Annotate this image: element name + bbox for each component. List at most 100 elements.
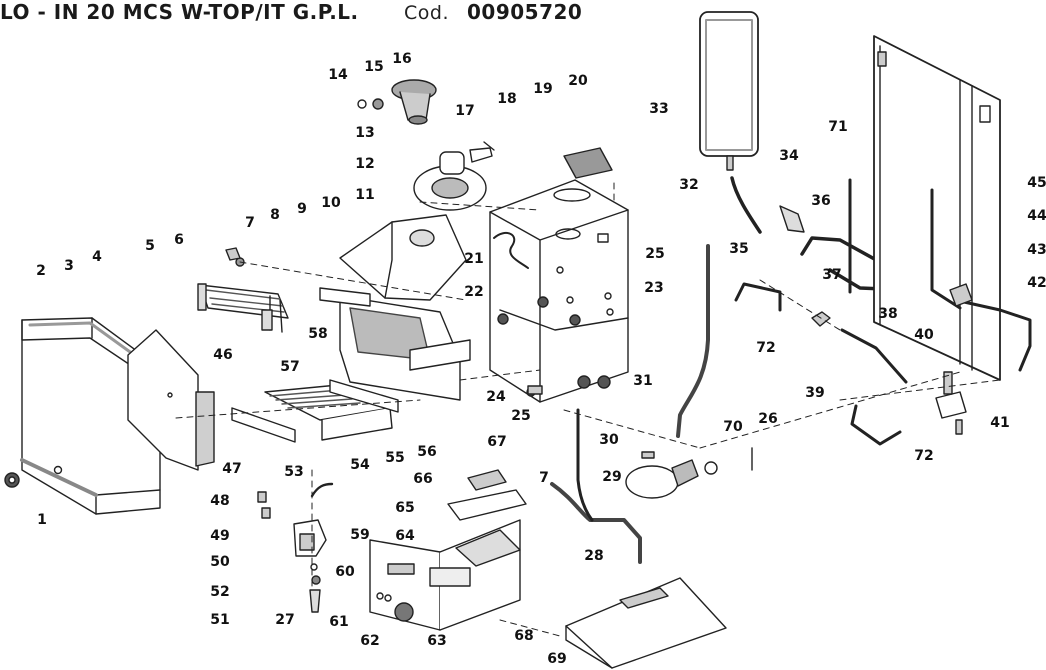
callout-62: 62 bbox=[360, 633, 380, 649]
callout-60: 60 bbox=[335, 564, 355, 580]
callout-56: 56 bbox=[417, 444, 437, 460]
callout-47: 47 bbox=[222, 461, 242, 477]
callout-66: 66 bbox=[413, 471, 433, 487]
callout-55: 55 bbox=[385, 450, 405, 466]
callout-36: 36 bbox=[811, 193, 831, 209]
callout-10: 10 bbox=[321, 195, 341, 211]
cable-21 bbox=[493, 231, 529, 269]
pipe-35 bbox=[734, 282, 782, 312]
pump bbox=[625, 451, 718, 499]
callout-72b: 72 bbox=[914, 448, 934, 464]
callout-4: 4 bbox=[92, 249, 102, 265]
callout-33: 33 bbox=[649, 101, 669, 117]
callout-18: 18 bbox=[497, 91, 517, 107]
callout-32: 32 bbox=[679, 177, 699, 193]
callout-45: 45 bbox=[1027, 175, 1046, 191]
grommets-22 bbox=[497, 296, 611, 397]
pipe-42 bbox=[962, 300, 1032, 372]
callout-46: 46 bbox=[213, 347, 233, 363]
callout-23: 23 bbox=[644, 280, 664, 296]
code-value: 00905720 bbox=[467, 0, 583, 24]
callout-42: 42 bbox=[1027, 275, 1046, 291]
callout-13: 13 bbox=[355, 125, 375, 141]
callout-61: 61 bbox=[329, 614, 349, 630]
callout-43: 43 bbox=[1027, 242, 1046, 258]
callout-40: 40 bbox=[914, 327, 934, 343]
callout-20: 20 bbox=[568, 73, 588, 89]
callout-31: 31 bbox=[633, 373, 653, 389]
heat-exchanger bbox=[197, 283, 289, 333]
callout-53: 53 bbox=[284, 464, 304, 480]
callout-59: 59 bbox=[350, 527, 370, 543]
fume-hood bbox=[339, 214, 467, 301]
pipe-32 bbox=[730, 176, 762, 234]
callout-28: 28 bbox=[584, 548, 604, 564]
callout-21: 21 bbox=[464, 251, 484, 267]
callout-35: 35 bbox=[729, 241, 749, 257]
callout-34: 34 bbox=[779, 148, 799, 164]
control-panel bbox=[369, 469, 527, 631]
pipe-38 bbox=[840, 328, 908, 384]
callout-65: 65 bbox=[395, 500, 415, 516]
pipe-39 bbox=[850, 404, 902, 446]
callout-54: 54 bbox=[350, 457, 370, 473]
combustion-chamber bbox=[319, 287, 471, 401]
callout-22: 22 bbox=[464, 284, 484, 300]
callout-44: 44 bbox=[1027, 208, 1046, 224]
callout-39: 39 bbox=[805, 385, 825, 401]
callout-37: 37 bbox=[822, 267, 842, 283]
callout-71: 71 bbox=[828, 119, 848, 135]
callout-26: 26 bbox=[758, 411, 778, 427]
callout-68: 68 bbox=[514, 628, 534, 644]
fan-assembly bbox=[413, 141, 495, 211]
callout-2: 2 bbox=[36, 263, 46, 279]
callout-27: 27 bbox=[275, 612, 295, 628]
callout-69: 69 bbox=[547, 651, 567, 667]
gas-valve bbox=[257, 482, 334, 613]
support-bracket bbox=[565, 577, 727, 669]
callout-16: 16 bbox=[392, 51, 412, 67]
callout-15: 15 bbox=[364, 59, 384, 75]
fitting-43 bbox=[949, 283, 973, 307]
callout-9: 9 bbox=[297, 201, 307, 217]
burner bbox=[264, 379, 399, 441]
pipe-44 bbox=[930, 188, 962, 310]
washer-14 bbox=[357, 99, 367, 109]
callout-24: 24 bbox=[486, 389, 506, 405]
air-inlet bbox=[391, 79, 437, 125]
model-title: LO - IN 20 MCS W-TOP/IT G.P.L. bbox=[0, 0, 359, 24]
clip-24 bbox=[527, 385, 543, 395]
callout-72a: 72 bbox=[756, 340, 776, 356]
valve-41 bbox=[935, 371, 967, 435]
callout-41: 41 bbox=[990, 415, 1010, 431]
callout-12: 12 bbox=[355, 156, 375, 172]
side-panel bbox=[127, 329, 199, 471]
callout-50: 50 bbox=[210, 554, 230, 570]
nut-15 bbox=[372, 98, 384, 110]
pipe-31 bbox=[676, 244, 710, 438]
assembly-axes bbox=[175, 179, 1001, 637]
callout-70: 70 bbox=[723, 419, 743, 435]
sensor-34 bbox=[779, 205, 805, 233]
sealed-chamber bbox=[489, 179, 629, 403]
callout-63: 63 bbox=[427, 633, 447, 649]
callout-7a: 7 bbox=[245, 215, 255, 231]
callout-14: 14 bbox=[328, 67, 348, 83]
callout-64: 64 bbox=[395, 528, 415, 544]
callout-29: 29 bbox=[602, 469, 622, 485]
callout-8: 8 bbox=[270, 207, 280, 223]
callout-57: 57 bbox=[280, 359, 300, 375]
rear-frame bbox=[873, 35, 1001, 381]
callout-11: 11 bbox=[355, 187, 375, 203]
casing-panel bbox=[4, 317, 161, 515]
expansion-vessel bbox=[699, 11, 759, 171]
callout-5: 5 bbox=[145, 238, 155, 254]
callout-6: 6 bbox=[174, 232, 184, 248]
pipe-25 bbox=[576, 408, 594, 522]
code-label: Cod. bbox=[404, 2, 449, 24]
callout-52: 52 bbox=[210, 584, 230, 600]
fitting-37 bbox=[811, 311, 831, 327]
callout-38: 38 bbox=[878, 306, 898, 322]
